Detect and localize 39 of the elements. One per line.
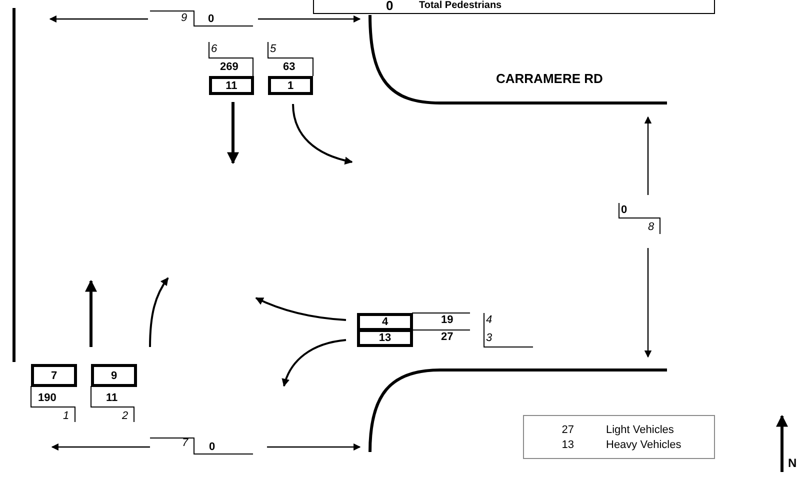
movement-number: 1 [63, 410, 70, 422]
heavy-vehicle-count-box [357, 329, 413, 347]
count-value: 11 [106, 392, 118, 404]
count-value: 1 [287, 80, 294, 92]
movement-number: 5 [270, 43, 276, 55]
movement-number: 9 [181, 12, 188, 24]
count-value: 0 [209, 441, 216, 453]
heavy-vehicle-count-box [31, 364, 77, 387]
count-value: 63 [283, 61, 296, 73]
count-value: 0 [208, 13, 214, 25]
count-caption: Light Vehicles [606, 424, 674, 436]
count-value: 27 [562, 424, 574, 436]
heavy-vehicle-count-box [91, 364, 137, 387]
count-value: 7 [50, 370, 58, 382]
count-caption: Total Pedestrians [419, 0, 502, 12]
count-caption: Heavy Vehicles [606, 439, 682, 451]
count-value: 269 [220, 61, 238, 73]
heavy-vehicle-count-box [268, 76, 313, 95]
summary-box [523, 415, 715, 459]
road-name: CARRAMERE RD [496, 73, 603, 85]
movement-number: 2 [122, 410, 128, 422]
count-value: 13 [378, 332, 392, 344]
movement-number: 4 [486, 314, 492, 326]
north-label: N [788, 457, 797, 469]
heavy-vehicle-count-box [209, 76, 254, 95]
count-value: 9 [110, 370, 118, 382]
count-value: 0 [621, 204, 628, 216]
total-box [313, 0, 715, 14]
count-value: 0 [386, 0, 394, 12]
movement-number: 3 [486, 332, 492, 344]
count-value: 27 [441, 331, 454, 343]
movement-number: 7 [182, 437, 188, 449]
movement-number: 6 [211, 43, 218, 55]
count-value: 19 [441, 314, 454, 326]
count-value: 13 [562, 439, 574, 451]
count-value: 11 [226, 80, 238, 92]
count-value: 4 [382, 316, 388, 328]
count-value: 190 [38, 392, 56, 404]
movement-number: 8 [648, 221, 654, 233]
